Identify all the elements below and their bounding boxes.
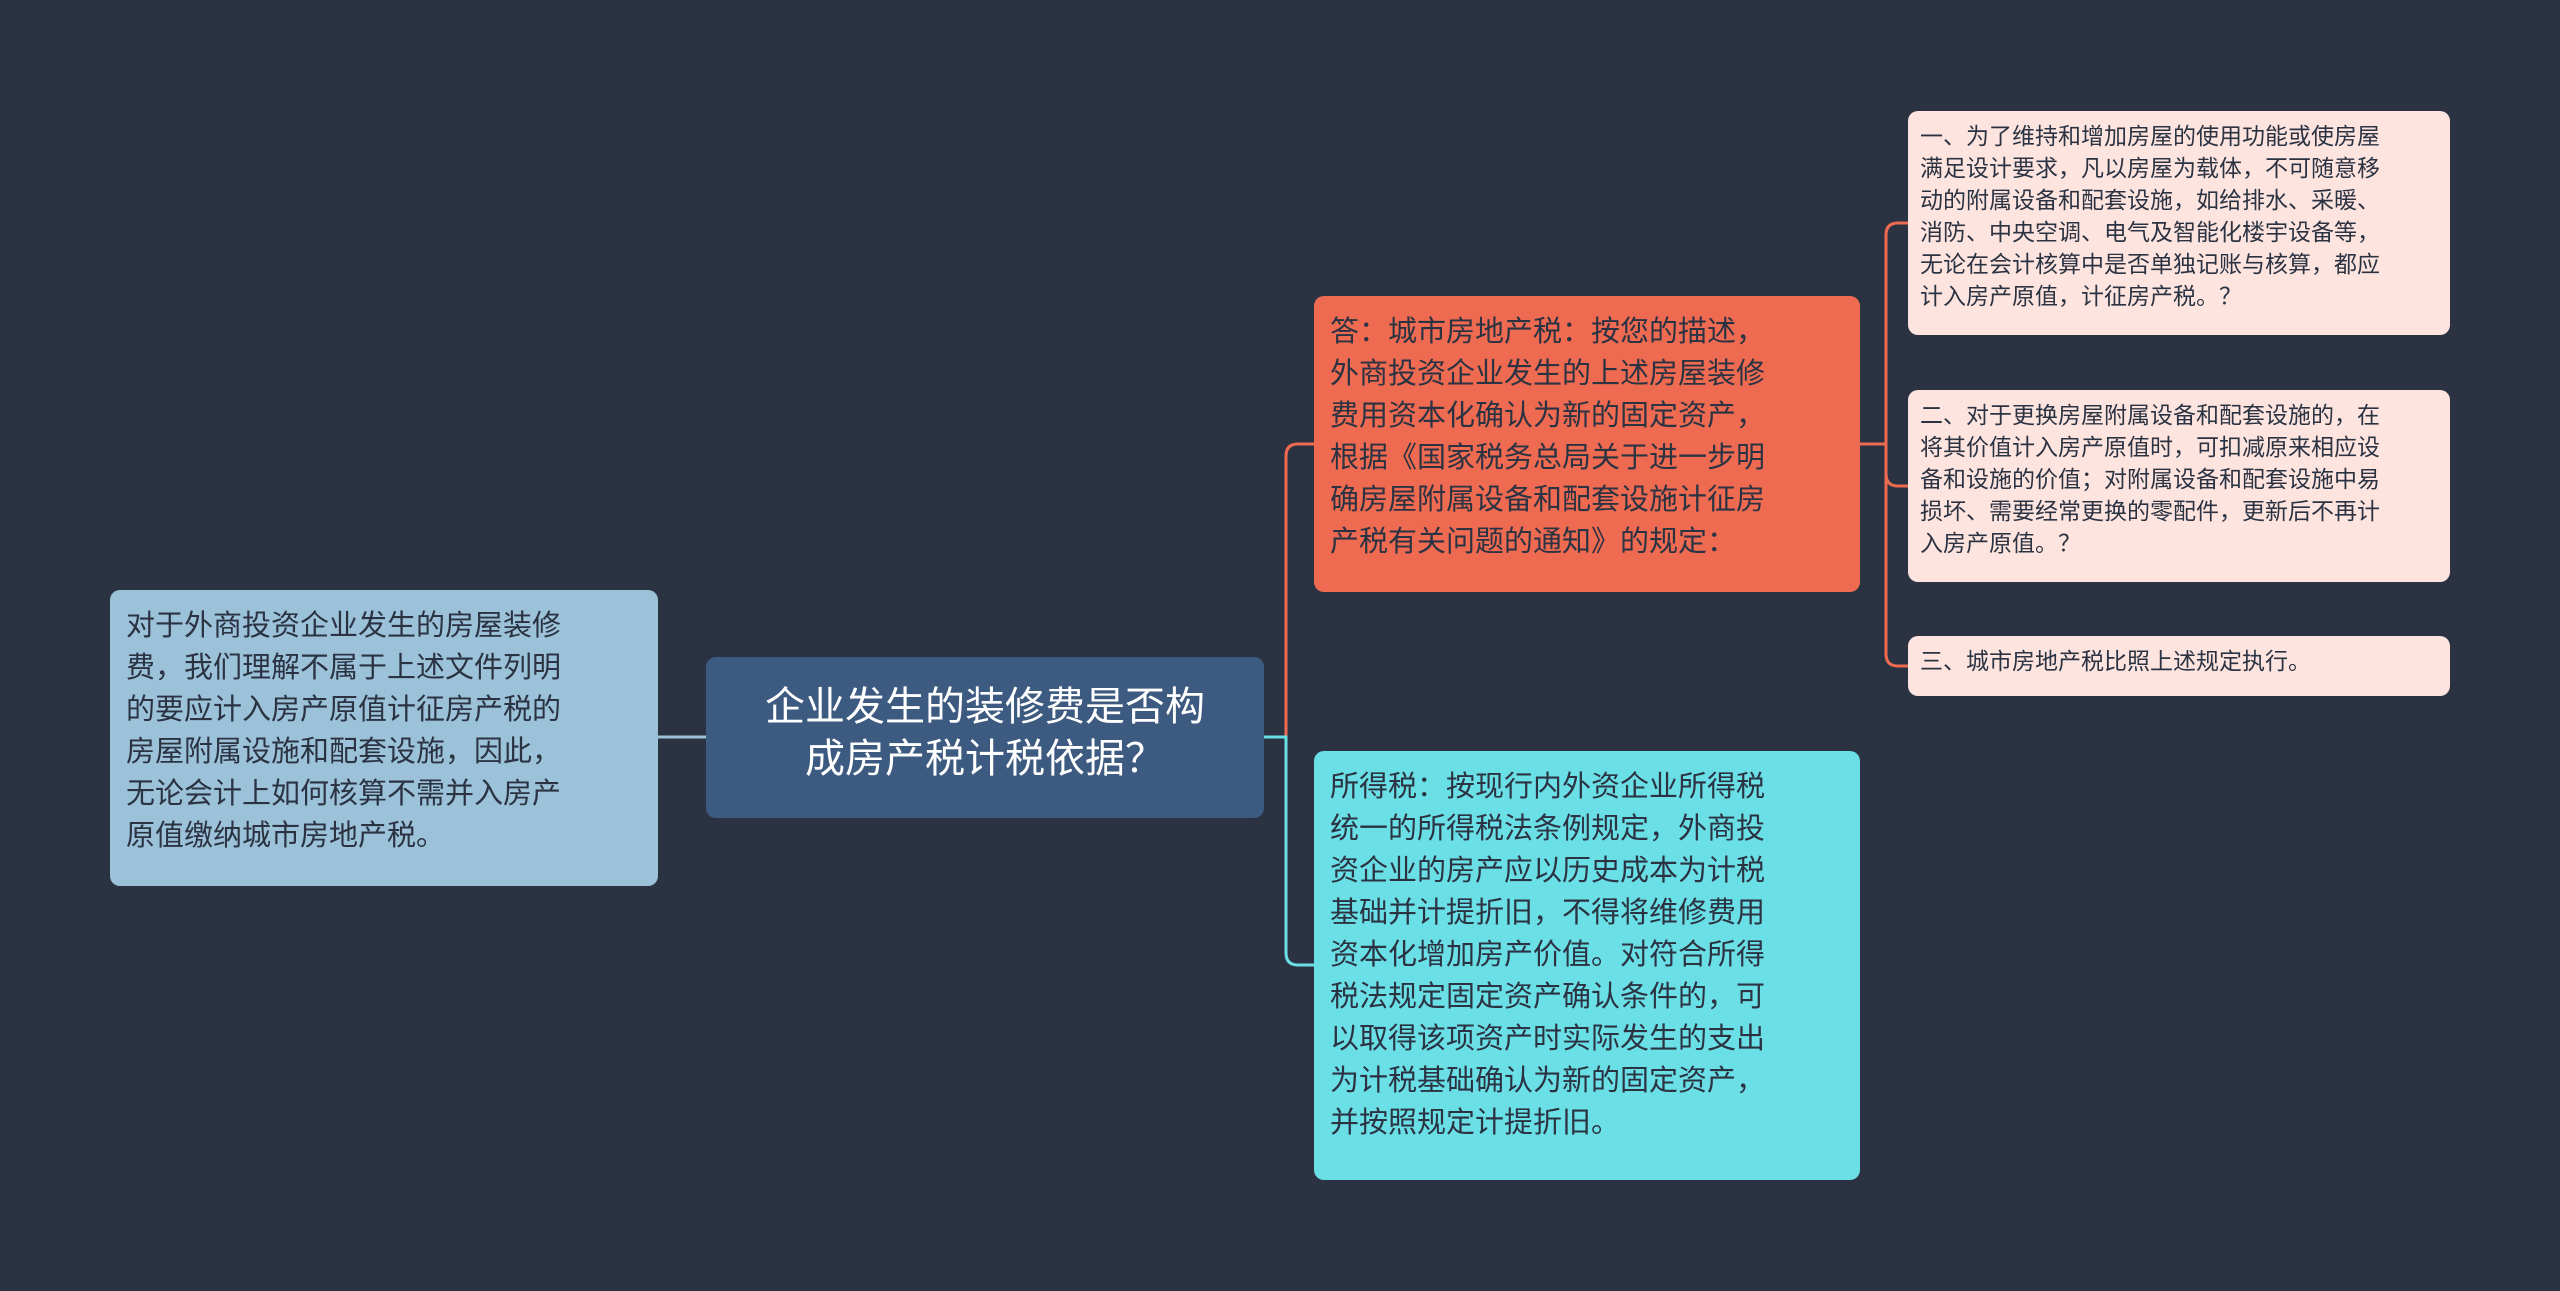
connector-answer-leaf3 — [1860, 442, 1908, 668]
connector-answer-leaf1 — [1860, 221, 1908, 446]
connector-root-income-tax — [1264, 735, 1314, 967]
income-tax-branch-node[interactable]: 所得税：按现行内外资企业所得税 统一的所得税法条例规定，外商投 资企业的房产应以… — [1314, 751, 1860, 1180]
left-branch-node[interactable]: 对于外商投资企业发生的房屋装修 费，我们理解不属于上述文件列明 的要应计入房产原… — [110, 590, 658, 886]
connector-root-answer — [1264, 442, 1314, 739]
central-topic[interactable]: 企业发生的装修费是否构 成房产税计税依据？ — [706, 657, 1264, 818]
leaf-node-3[interactable]: 三、城市房地产税比照上述规定执行。 — [1908, 636, 2450, 696]
answer-branch-node[interactable]: 答：城市房地产税：按您的描述， 外商投资企业发生的上述房屋装修 费用资本化确认为… — [1314, 296, 1860, 592]
connector-answer-leaf2 — [1860, 442, 1908, 488]
leaf-node-2[interactable]: 二、对于更换房屋附属设备和配套设施的，在 将其价值计入房产原值时，可扣减原来相应… — [1908, 390, 2450, 582]
leaf-node-1[interactable]: 一、为了维持和增加房屋的使用功能或使房屋 满足设计要求，凡以房屋为载体，不可随意… — [1908, 111, 2450, 335]
